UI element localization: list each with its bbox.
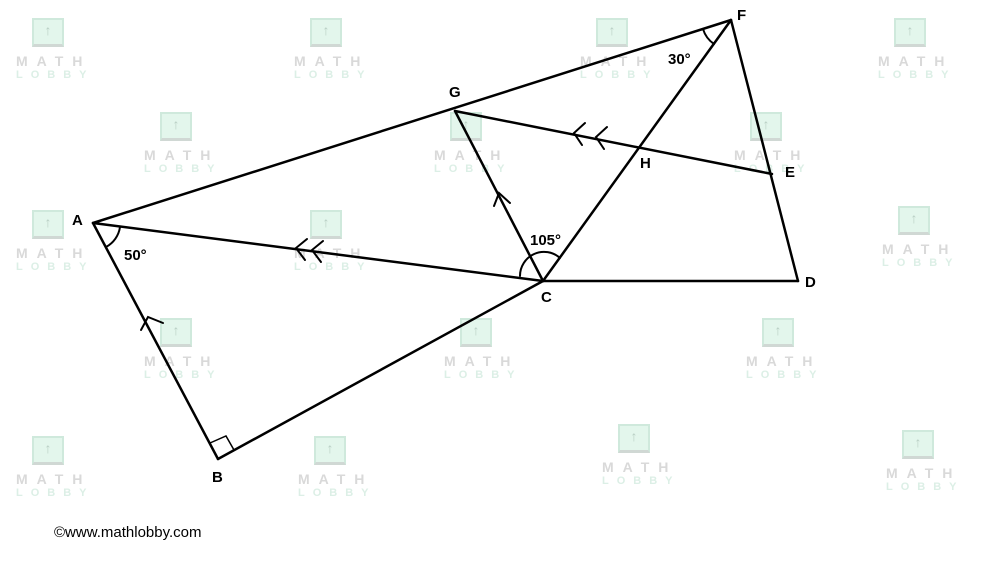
laptop-arrow-icon [32,436,64,465]
laptop-arrow-icon [314,436,346,465]
parallel-arrow-AC-2 [310,240,324,263]
laptop-arrow-icon [32,210,64,239]
point-label-G: G [449,84,461,101]
angle-arc-C [518,250,561,277]
laptop-arrow-icon [310,18,342,47]
point-label-E: E [785,164,795,181]
laptop-arrow-icon [310,210,342,239]
segment-BC [216,279,545,461]
angle-label-C: 105° [530,232,561,249]
laptop-arrow-icon [894,18,926,47]
laptop-arrow-icon [160,112,192,141]
laptop-arrow-icon [618,424,650,453]
point-label-B: B [212,469,223,486]
point-label-A: A [72,212,83,229]
laptop-arrow-icon [450,112,482,141]
parallel-arrow-AC-1 [294,238,308,261]
laptop-arrow-icon [160,318,192,347]
angle-label-F: 30° [668,51,691,68]
point-label-F: F [737,7,746,24]
point-label-D: D [805,274,816,291]
parallel-arrow-GC [493,191,511,207]
point-label-H: H [640,155,651,172]
right-angle-mark [209,435,235,451]
segment-AC [91,221,545,283]
laptop-arrow-icon [902,430,934,459]
copyright-footer: ©www.mathlobby.com [54,524,202,541]
segment-GC [453,109,545,283]
segment-GE [453,109,774,176]
laptop-arrow-icon [898,206,930,235]
laptop-arrow-icon [762,318,794,347]
laptop-arrow-icon [32,18,64,47]
segment-FD [729,18,800,283]
parallel-arrow-GE-2 [594,126,608,150]
laptop-arrow-icon [596,18,628,47]
segment-CF [541,18,733,283]
point-label-C: C [541,289,552,306]
angle-arc-F [702,28,715,45]
parallel-arrow-GE-1 [572,122,586,146]
angle-arc-A [105,226,121,248]
parallel-arrow-AB [140,315,164,331]
segment-AF [91,18,733,225]
angle-label-A: 50° [124,247,147,264]
segment-AB [91,221,220,461]
